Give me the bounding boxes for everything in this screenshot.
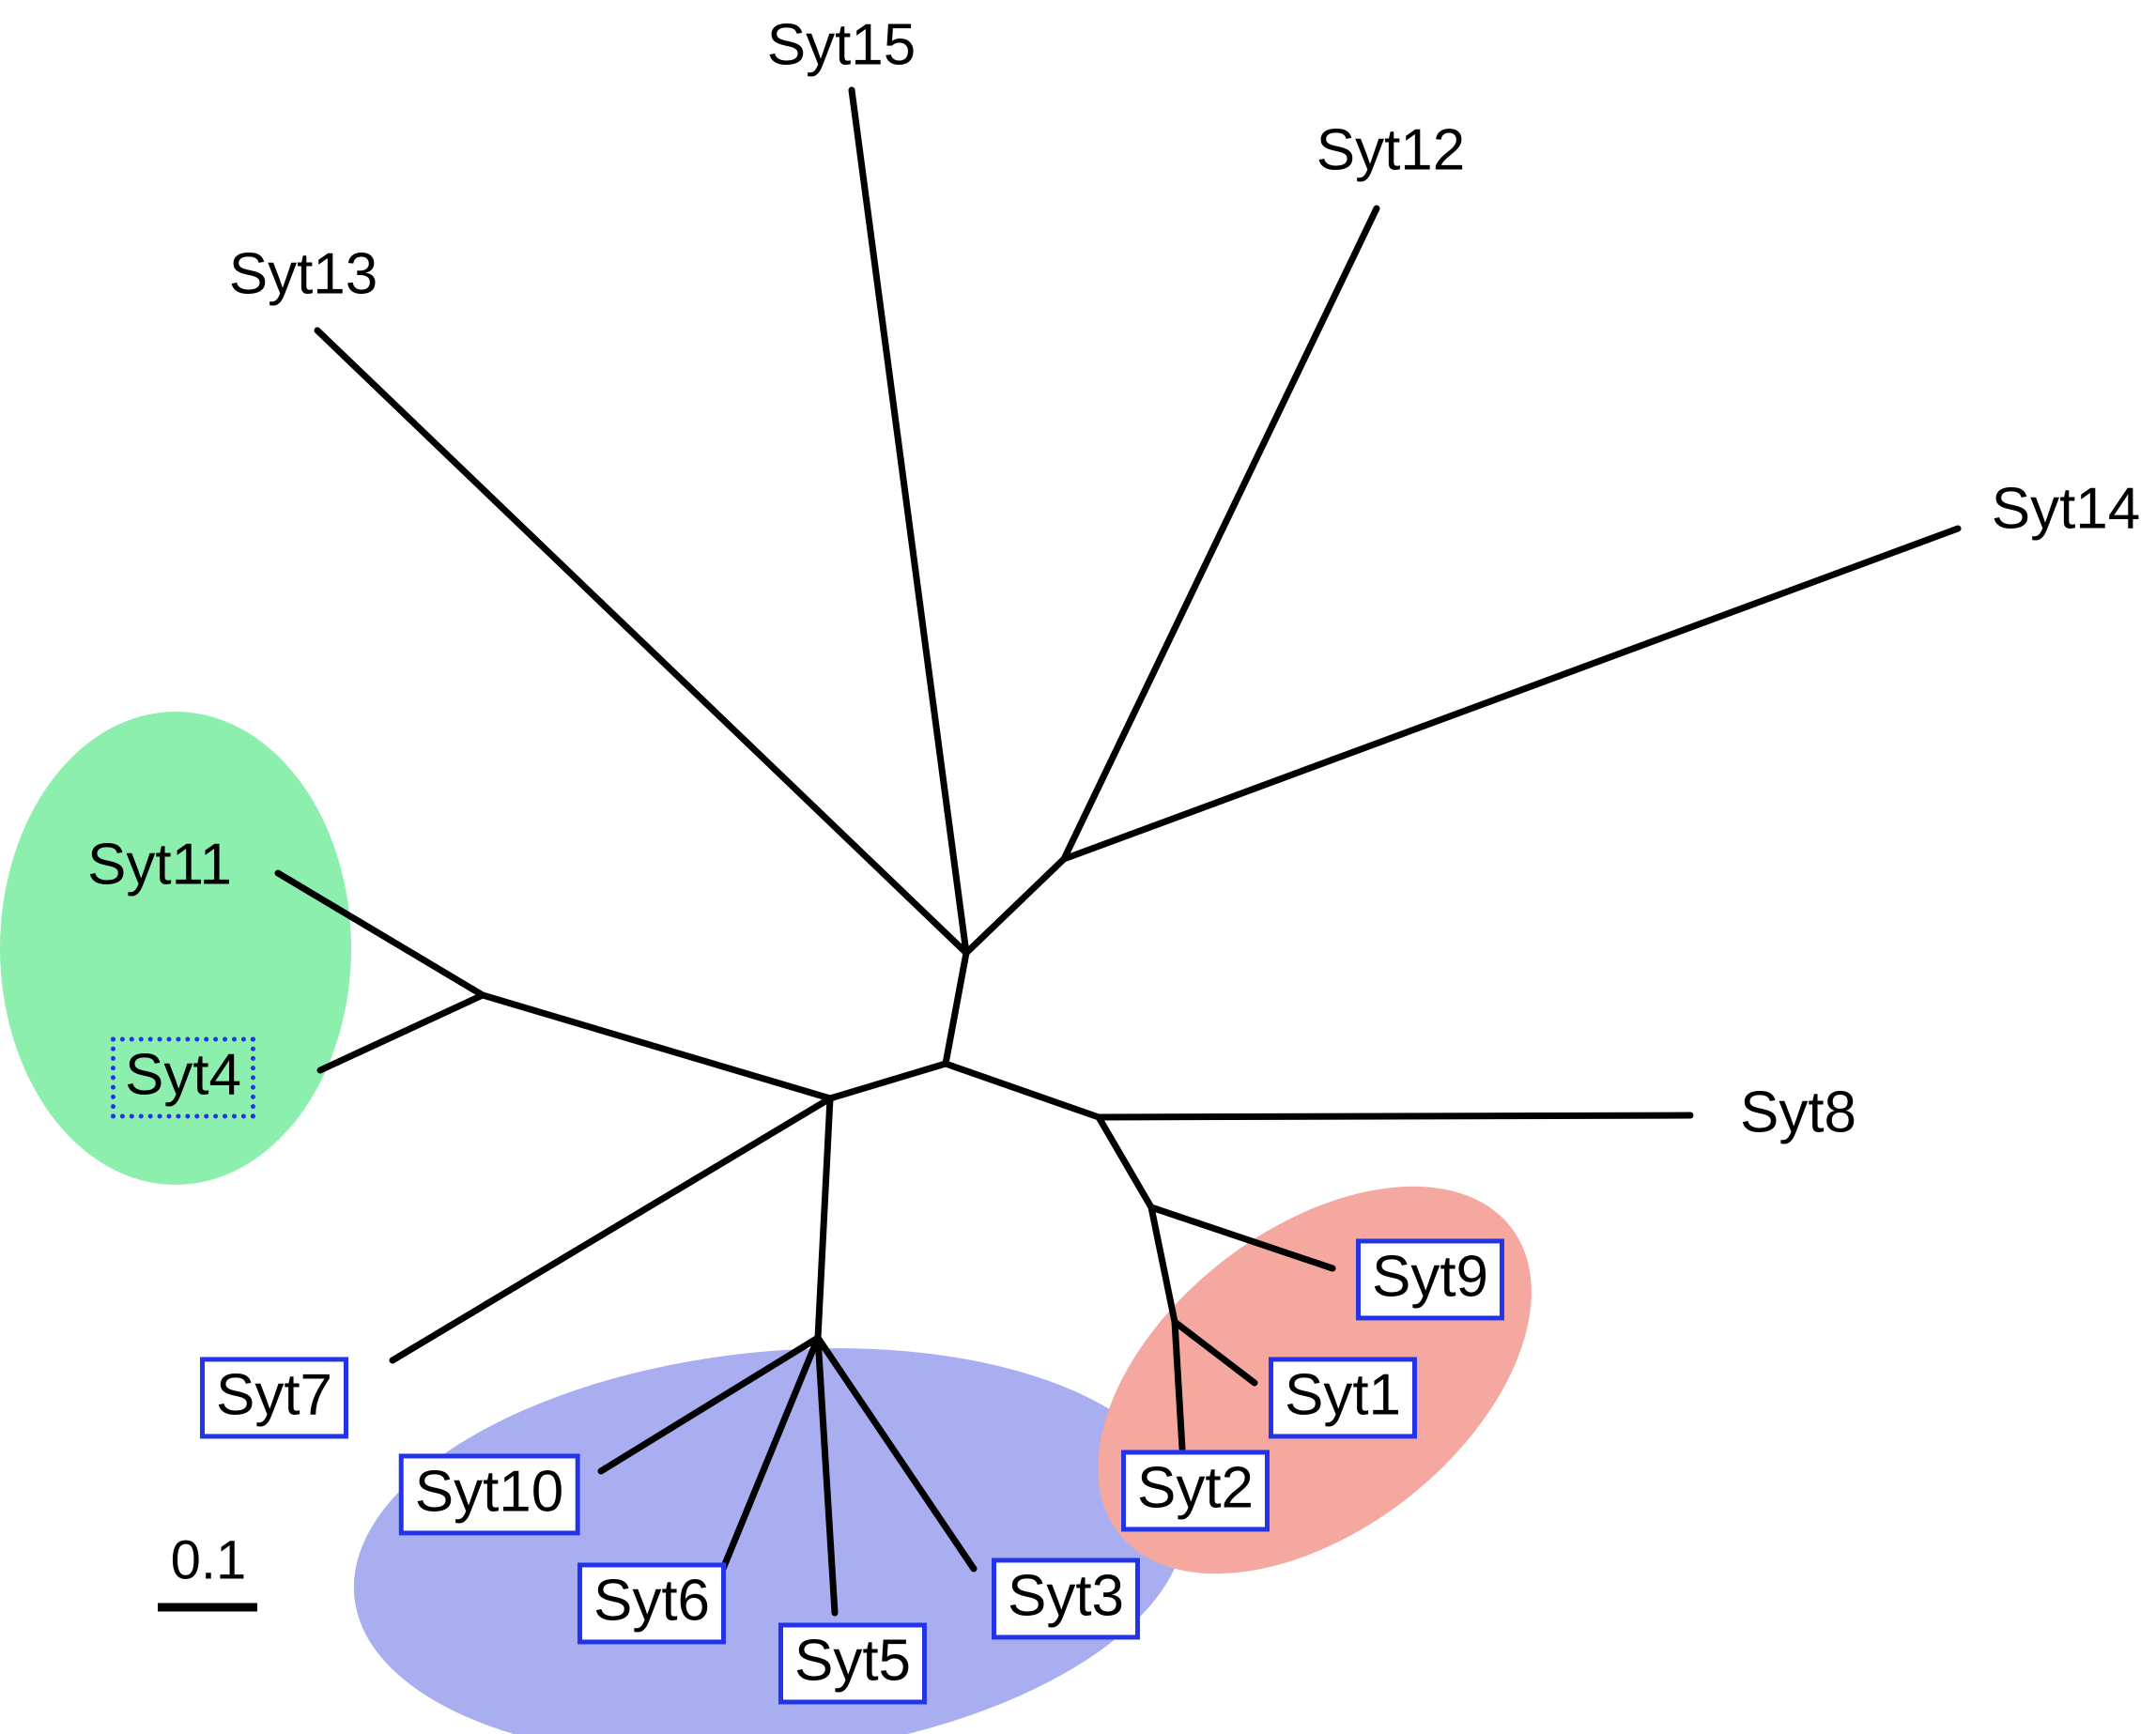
taxon-label-syt10: Syt10 [398, 1453, 580, 1536]
branch-syt7 [389, 1095, 834, 1364]
taxon-label-syt5: Syt5 [778, 1622, 928, 1705]
branch-syt10 [597, 1334, 822, 1475]
branch-to-green-clade [479, 991, 834, 1102]
branch-to-right-node [942, 1060, 1102, 1121]
branch-syt2 [1171, 1318, 1186, 1452]
branch-syt6 [719, 1334, 822, 1573]
branch-syt11 [274, 869, 486, 999]
branch-syt8 [1095, 1112, 1694, 1121]
branch-syt14 [1060, 525, 1962, 863]
taxon-label-syt14: Syt14 [1991, 476, 2141, 542]
branch-syt15 [848, 86, 970, 957]
branch-to-blue-clade [814, 1095, 834, 1342]
scale-bar-label: 0.1 [170, 1529, 247, 1591]
taxon-label-syt1: Syt1 [1268, 1357, 1418, 1439]
taxon-label-syt6: Syt6 [577, 1562, 727, 1645]
branch-syt13 [314, 327, 970, 957]
branch-syt5 [814, 1334, 839, 1617]
branch-syt4 [316, 991, 486, 1074]
branch-syt12 [1060, 205, 1380, 863]
taxon-label-syt11: Syt11 [87, 832, 232, 898]
branch-to-pink-clade [1095, 1113, 1155, 1211]
taxon-label-syt9: Syt9 [1355, 1238, 1505, 1321]
taxon-label-syt3: Syt3 [991, 1558, 1141, 1640]
tree-branches [274, 86, 1962, 1617]
group-ellipse-green [0, 712, 351, 1185]
branch-to-left-node [826, 1060, 949, 1102]
taxon-label-syt12: Syt12 [1316, 117, 1466, 183]
branch-syt3 [814, 1334, 978, 1573]
taxon-label-syt7: Syt7 [199, 1357, 349, 1439]
taxon-label-syt2: Syt2 [1120, 1450, 1270, 1532]
branch-syt1 [1171, 1318, 1258, 1387]
taxon-label-syt8: Syt8 [1739, 1080, 1857, 1145]
taxon-label-syt13: Syt13 [228, 241, 378, 307]
taxon-label-syt4: Syt4 [110, 1036, 256, 1119]
branch-central-trunk [942, 949, 970, 1067]
branch-syt9 [1147, 1204, 1336, 1272]
taxon-label-syt15: Syt15 [766, 12, 916, 78]
branch-to-syt12-14-node [962, 855, 1068, 957]
branch-to-syt1-2-node [1147, 1204, 1178, 1326]
group-ellipse-blue [353, 1348, 1187, 1734]
